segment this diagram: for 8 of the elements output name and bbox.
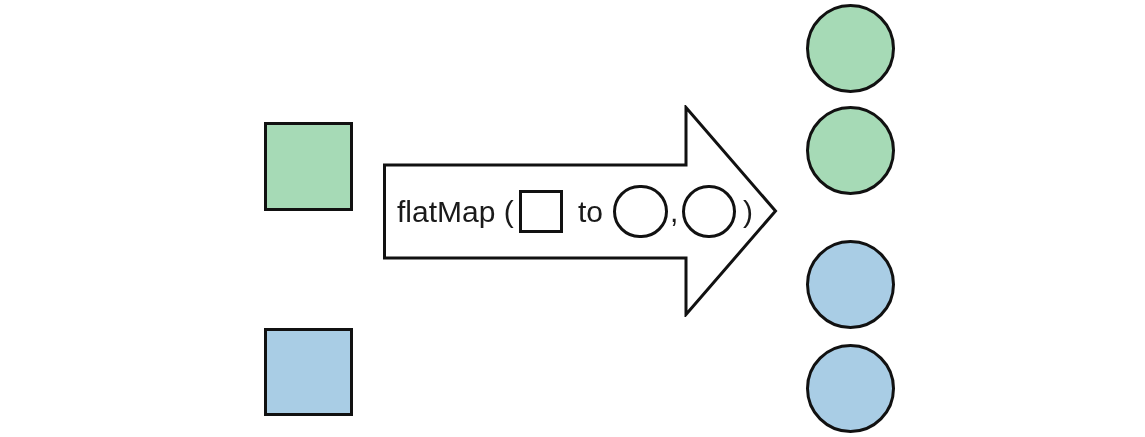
filled-square — [264, 122, 353, 211]
keyword-text: to — [578, 197, 604, 227]
filled-square — [264, 328, 353, 416]
parenthesis-text: ) — [743, 197, 753, 227]
square-symbol — [519, 190, 563, 233]
function-name-text: flatMap ( — [397, 197, 514, 227]
block-arrow — [383, 105, 778, 317]
comma-text: , — [670, 197, 679, 227]
